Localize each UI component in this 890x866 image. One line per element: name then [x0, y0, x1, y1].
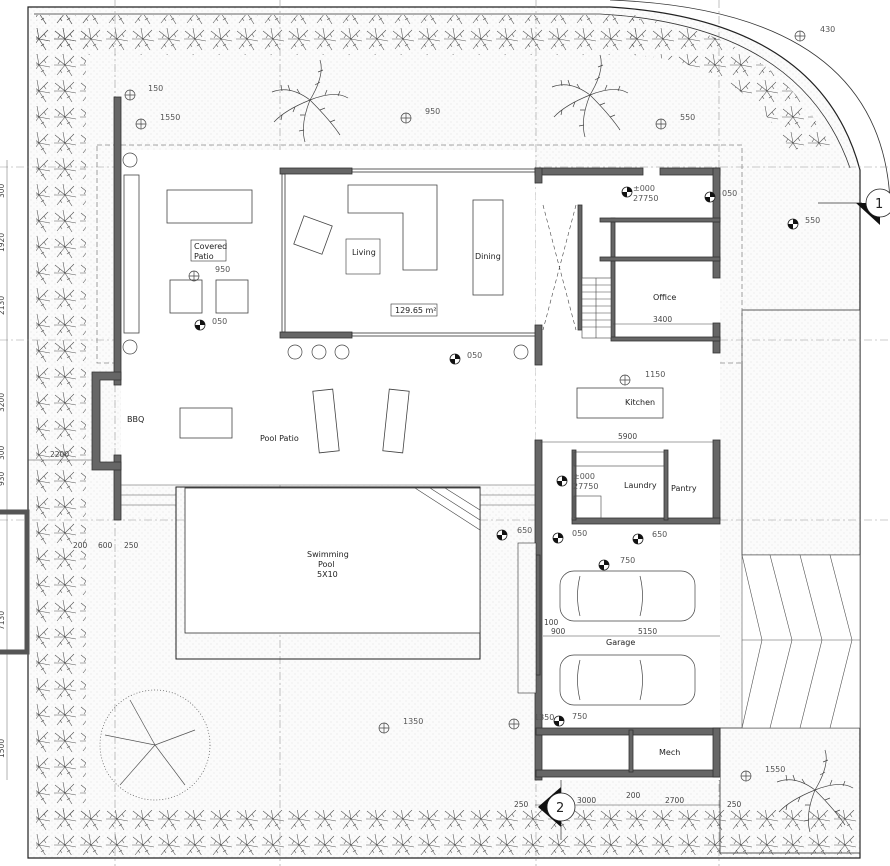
section-marker-1: 1 [818, 188, 890, 225]
dimension-label: 250 [124, 541, 139, 550]
level-label: 950 [215, 265, 230, 274]
level-label: 27750 [573, 482, 598, 491]
level-label: 050 [467, 351, 482, 360]
dimension-label: 100 [544, 618, 559, 627]
cars [559, 570, 696, 706]
level-label: 750 [620, 556, 635, 565]
staircase [542, 204, 612, 339]
level-markers: 150 1550 950 550 430 950 050 050 ±000 27… [124, 25, 835, 782]
laundry-label: Laundry [624, 481, 657, 490]
dimension-label: 250 [727, 800, 742, 809]
level-label: 430 [820, 25, 835, 34]
swimming-pool [121, 484, 535, 660]
kitchen-label: Kitchen [625, 398, 655, 407]
dimension-label: 7130 [0, 611, 6, 630]
level-label: 650 [652, 530, 667, 539]
dimension-label: 3400 [653, 315, 672, 324]
level-label: 1350 [534, 713, 554, 722]
level-label: 650 [517, 526, 532, 535]
side-garden [741, 309, 861, 556]
bbq-label: BBQ [127, 415, 144, 424]
dimension-label: 300 [0, 183, 6, 198]
dimension-label: 3000 [577, 796, 596, 805]
tree-icon [99, 689, 211, 801]
room-labels: Covered Patio Living Dining 129.65 m² Of… [127, 238, 697, 757]
level-label: 050 [212, 317, 227, 326]
level-label: 550 [805, 216, 820, 225]
level-label: 1550 [765, 765, 785, 774]
dimension-label: 200 [73, 541, 88, 550]
section-marker-2: 2 [538, 780, 576, 840]
level-label: ±000 [633, 184, 655, 193]
dimension-label: 2130 [0, 296, 6, 315]
dimension-label: 900 [551, 627, 566, 636]
dimension-label: 930 [0, 471, 6, 486]
level-label: 1550 [160, 113, 180, 122]
level-label: ±000 [573, 472, 595, 481]
dimension-label: 3200 [0, 393, 6, 412]
garage-label: Garage [606, 638, 635, 647]
dimension-label: 5150 [638, 627, 657, 636]
level-label: 150 [148, 84, 163, 93]
covered-patio-label: Covered [194, 242, 227, 251]
dimension-label: 200 [626, 791, 641, 800]
dimension-label: 1920 [0, 233, 6, 252]
dimension-label: 1500 [0, 739, 6, 758]
dimension-label: 600 [98, 541, 113, 550]
dining-label: Dining [475, 252, 501, 261]
level-label: 050 [722, 189, 737, 198]
dimension-label: 2700 [665, 796, 684, 805]
walls [91, 96, 721, 781]
level-label: 1350 [403, 717, 423, 726]
pantry-label: Pantry [671, 484, 697, 493]
section-number: 1 [875, 197, 883, 212]
pool-patio-label: Pool Patio [260, 434, 299, 443]
furniture [122, 152, 696, 706]
mech-label: Mech [659, 748, 680, 757]
level-label: 750 [572, 712, 587, 721]
level-label: 050 [572, 529, 587, 538]
level-label: 550 [680, 113, 695, 122]
pool-label-3: 5X10 [317, 570, 338, 579]
level-label: 950 [425, 107, 440, 116]
dimension-label: 250 [514, 800, 529, 809]
area-label: 129.65 m² [395, 306, 437, 315]
driveway [741, 554, 861, 729]
planting-beds [36, 15, 856, 855]
pool-label: Swimming [307, 550, 349, 559]
level-label: 27750 [633, 194, 658, 203]
dimension-label: 2200 [50, 450, 69, 459]
dimension-label: 5900 [618, 432, 637, 441]
living-label: Living [352, 248, 376, 257]
section-number: 2 [556, 801, 564, 816]
covered-patio-label-2: Patio [194, 252, 214, 261]
pool-label-2: Pool [318, 560, 335, 569]
level-label: 1150 [645, 370, 665, 379]
dimensions: 3400 5900 2200 200 600 250 100 900 5150 … [0, 160, 742, 809]
dimension-label: 300 [0, 445, 6, 460]
office-label: Office [653, 293, 676, 302]
